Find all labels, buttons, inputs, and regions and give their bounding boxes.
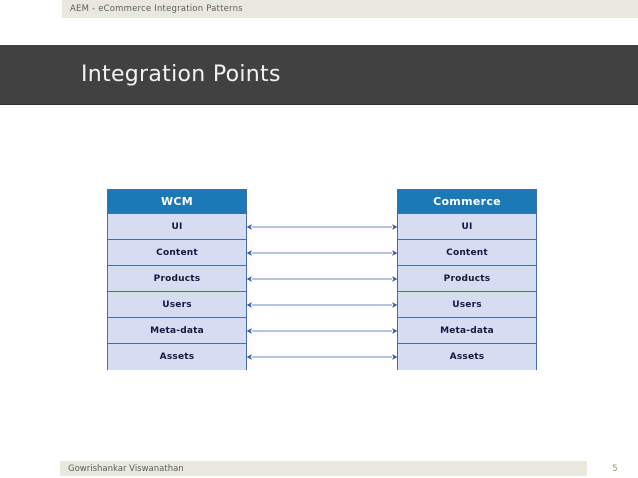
commerce-row-assets: Assets — [398, 344, 536, 370]
wcm-row-ui: UI — [108, 214, 246, 240]
slide-header-text: AEM - eCommerce Integration Patterns — [70, 4, 243, 14]
connector-arrows-svg — [246, 224, 398, 360]
commerce-stack: Commerce UI Content Products Users Meta-… — [397, 189, 537, 370]
commerce-row-meta-data: Meta-data — [398, 318, 536, 344]
commerce-row-content: Content — [398, 240, 536, 266]
page-number: 5 — [612, 463, 618, 474]
wcm-row-meta-data: Meta-data — [108, 318, 246, 344]
slide-header-strip: AEM - eCommerce Integration Patterns — [62, 0, 638, 18]
page-title: Integration Points — [81, 62, 281, 87]
connector-arrow-group — [246, 189, 398, 370]
wcm-stack-header: WCM — [108, 190, 246, 214]
slide-title-banner: Integration Points — [0, 45, 638, 105]
wcm-row-products: Products — [108, 266, 246, 292]
commerce-row-users: Users — [398, 292, 536, 318]
wcm-row-content: Content — [108, 240, 246, 266]
slide-footer-strip: Gowrishankar Viswanathan — [60, 461, 587, 476]
commerce-row-ui: UI — [398, 214, 536, 240]
commerce-stack-header: Commerce — [398, 190, 536, 214]
wcm-row-users: Users — [108, 292, 246, 318]
wcm-stack: WCM UI Content Products Users Meta-data … — [107, 189, 247, 370]
footer-author: Gowrishankar Viswanathan — [68, 463, 184, 474]
commerce-row-products: Products — [398, 266, 536, 292]
wcm-row-assets: Assets — [108, 344, 246, 370]
